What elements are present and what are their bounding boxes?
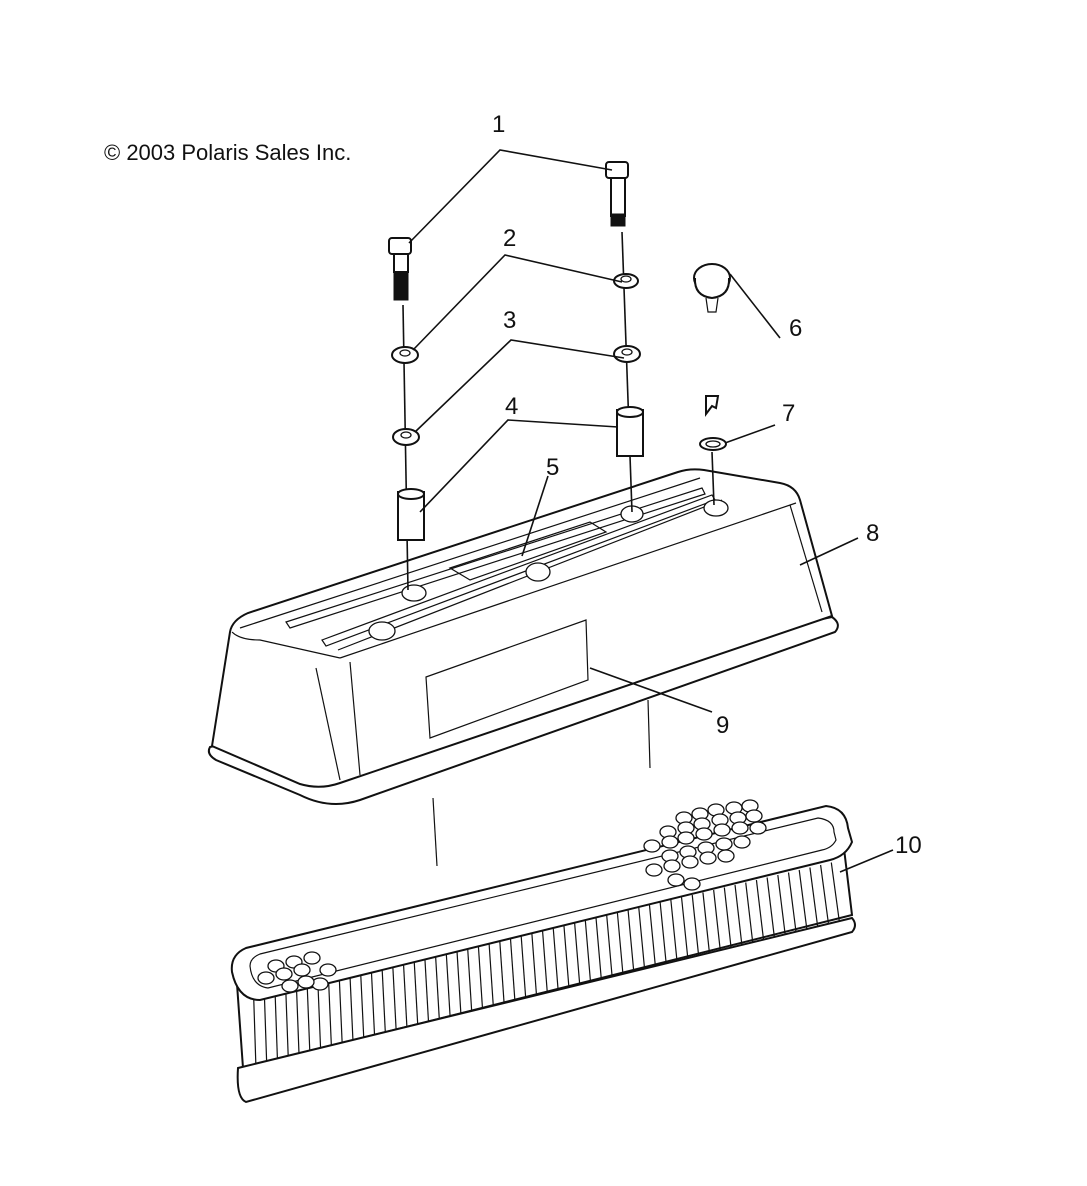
perforation-hole xyxy=(303,951,321,965)
perforation-hole xyxy=(275,967,293,981)
perforation-hole xyxy=(663,859,681,873)
perforation-hole xyxy=(695,827,713,841)
perforation-hole xyxy=(645,863,663,877)
filter-perforations xyxy=(257,799,767,993)
perforation-hole xyxy=(717,849,735,863)
callout-2: 2 xyxy=(503,225,516,252)
perforation-hole xyxy=(319,963,337,977)
leader-lines xyxy=(408,149,894,873)
alignment-line xyxy=(647,699,651,769)
perforation-hole xyxy=(683,877,701,891)
callout-7: 7 xyxy=(782,400,795,427)
decal xyxy=(425,619,589,739)
alignment-line xyxy=(432,797,438,867)
perforation-hole xyxy=(643,839,661,853)
hardware-stack-left xyxy=(388,237,425,591)
callout-8: 8 xyxy=(866,520,879,547)
perforation-hole xyxy=(257,971,275,985)
callout-5: 5 xyxy=(546,454,559,481)
callout-3: 3 xyxy=(503,307,516,334)
perforation-hole xyxy=(731,821,749,835)
perforation-hole xyxy=(733,835,751,849)
perforation-hole xyxy=(749,821,767,835)
callout-6: 6 xyxy=(789,315,802,342)
callout-1: 1 xyxy=(492,111,505,138)
callout-10: 10 xyxy=(895,832,922,859)
perforation-hole xyxy=(699,851,717,865)
callout-4: 4 xyxy=(505,393,518,420)
knob-assembly xyxy=(693,263,731,506)
air-filter xyxy=(230,799,856,1104)
perforation-hole xyxy=(311,977,329,991)
perforation-hole xyxy=(667,873,685,887)
perforation-hole xyxy=(281,979,299,993)
callout-labels: 1 2 3 4 5 6 7 8 9 10 xyxy=(492,111,922,859)
hardware-stack-right xyxy=(605,161,644,513)
perforation-hole xyxy=(293,963,311,977)
perforation-hole xyxy=(681,855,699,869)
callout-9: 9 xyxy=(716,712,729,739)
perforation-hole xyxy=(745,809,763,823)
air-box-cover xyxy=(207,468,839,805)
perforation-hole xyxy=(713,823,731,837)
perforation-hole xyxy=(715,837,733,851)
copyright-notice: © 2003 Polaris Sales Inc. xyxy=(104,140,352,165)
perforation-hole xyxy=(297,975,315,989)
perforation-hole xyxy=(677,831,695,845)
perforation-hole xyxy=(661,835,679,849)
